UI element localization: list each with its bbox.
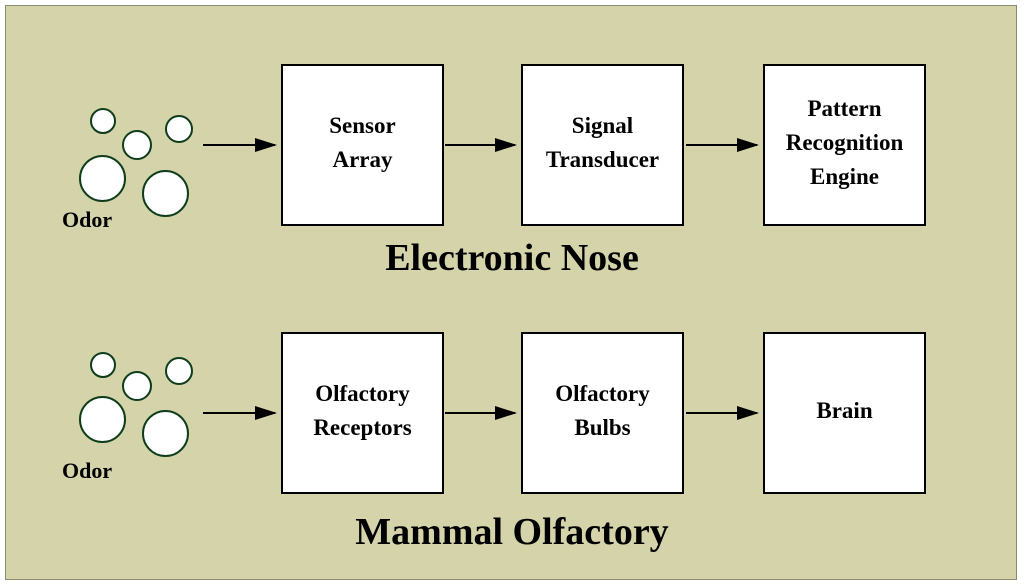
odor-bubble xyxy=(165,115,193,143)
box-label: Pattern Recognition Engine xyxy=(785,96,904,189)
odor-bubble xyxy=(90,352,116,378)
box-label: Brain xyxy=(816,398,873,423)
pattern-recognition-engine-box: Pattern Recognition Engine xyxy=(763,64,926,226)
flow-arrow xyxy=(203,406,277,420)
diagram-canvas: Odor Sensor Array Signal Transducer Patt… xyxy=(5,5,1017,580)
box-label: Olfactory Receptors xyxy=(313,381,412,440)
flow-arrow xyxy=(686,406,759,420)
sensor-array-box: Sensor Array xyxy=(281,64,444,226)
electronic-nose-title: Electronic Nose xyxy=(385,237,639,279)
box-label: Olfactory Bulbs xyxy=(555,381,650,440)
brain-box: Brain xyxy=(763,332,926,494)
flow-arrow xyxy=(203,138,277,152)
flow-arrow xyxy=(445,138,517,152)
box-label: Signal Transducer xyxy=(545,113,660,172)
olfactory-receptors-box: Olfactory Receptors xyxy=(281,332,444,494)
mammal-olfactory-title: Mammal Olfactory xyxy=(355,511,669,553)
odor-bubble xyxy=(79,155,126,202)
odor-bubble xyxy=(142,410,189,457)
flow-arrow xyxy=(686,138,759,152)
box-label: Sensor Array xyxy=(329,113,396,172)
olfactory-bulbs-box: Olfactory Bulbs xyxy=(521,332,684,494)
odor-bubble xyxy=(142,170,189,217)
odor-label: Odor xyxy=(62,207,113,232)
flow-arrow xyxy=(445,406,517,420)
signal-transducer-box: Signal Transducer xyxy=(521,64,684,226)
odor-bubble xyxy=(122,371,152,401)
odor-bubble xyxy=(165,357,193,385)
odor-bubble xyxy=(122,130,152,160)
odor-label: Odor xyxy=(62,458,113,483)
odor-bubble xyxy=(90,108,116,134)
odor-bubble xyxy=(79,396,126,443)
